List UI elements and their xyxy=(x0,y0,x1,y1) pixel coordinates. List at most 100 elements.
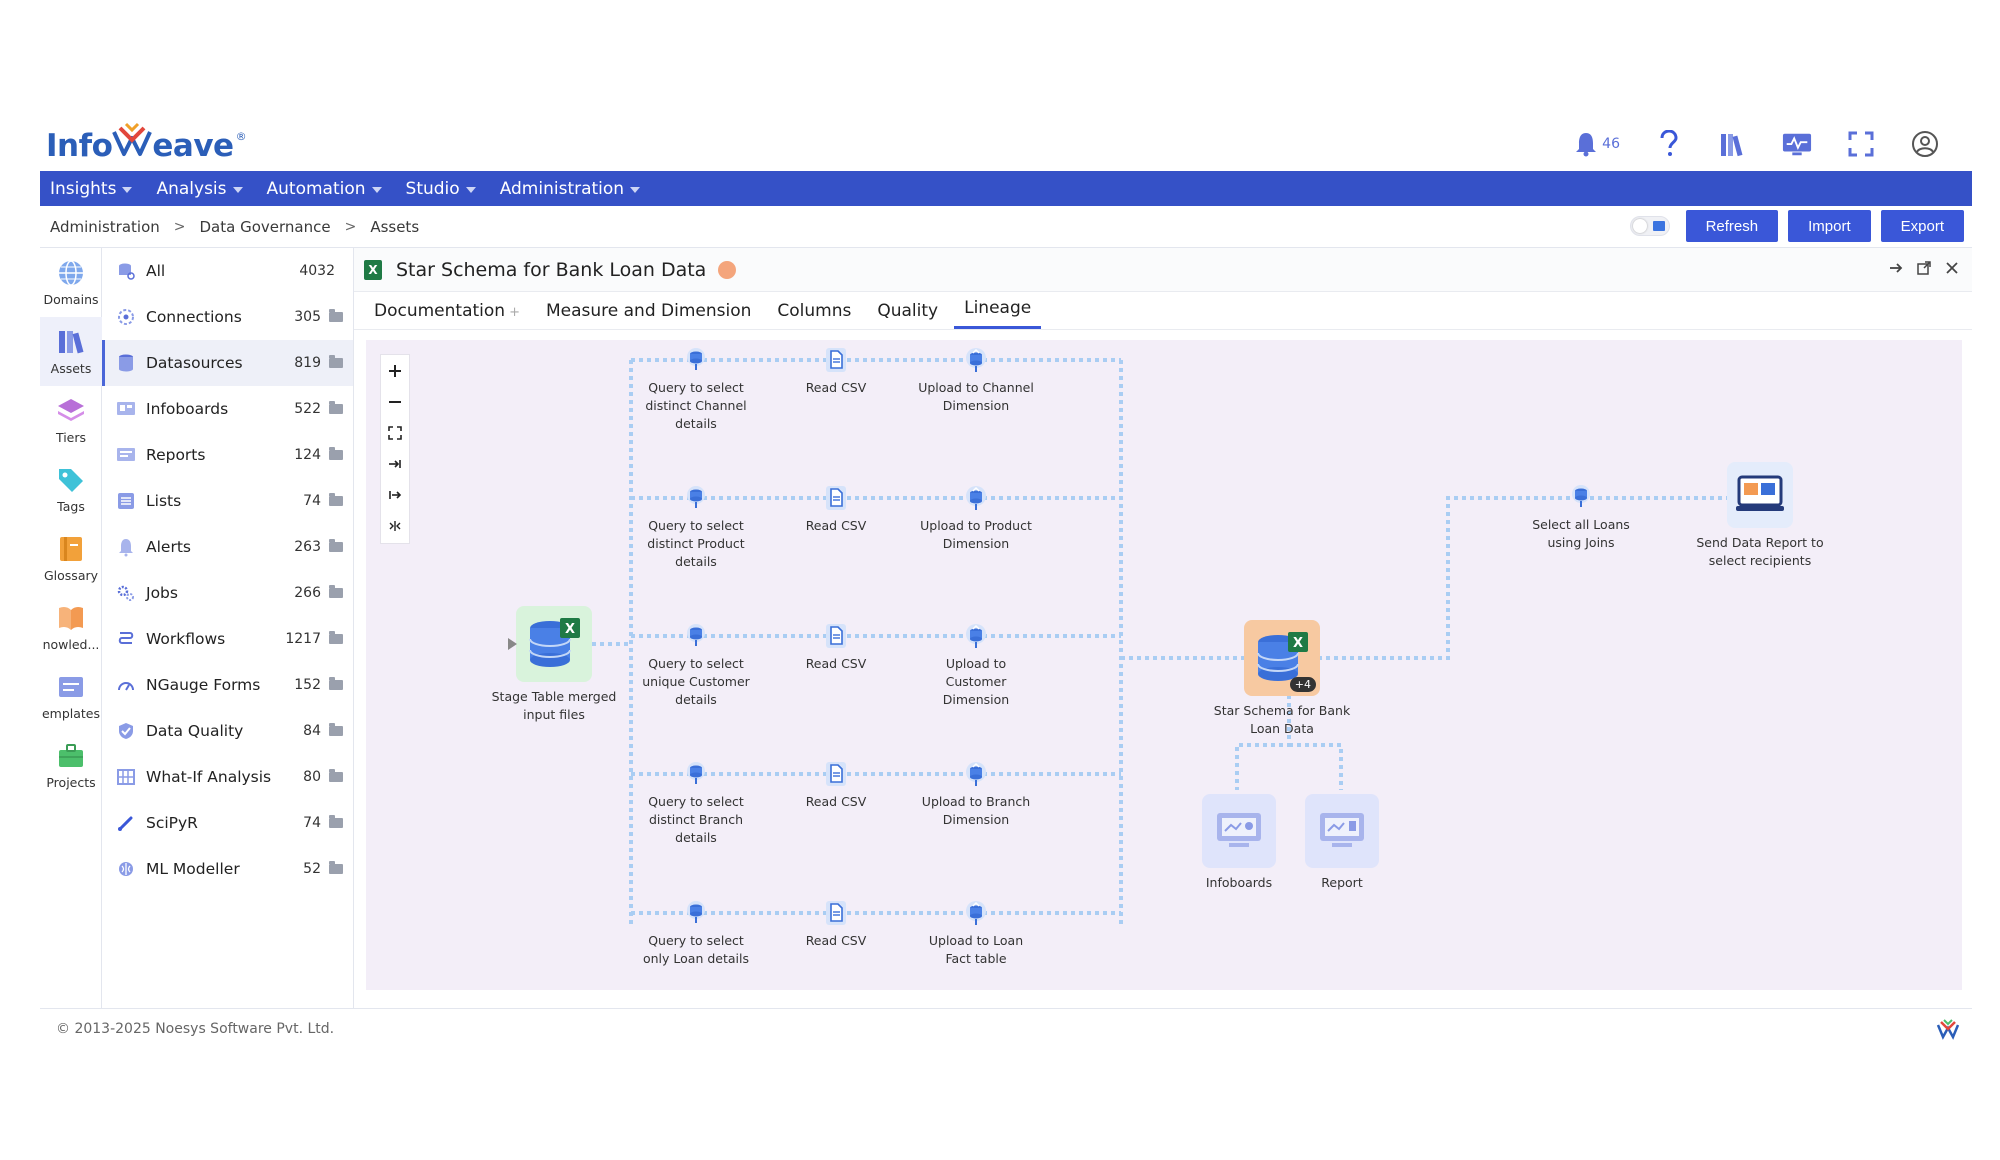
asset-item-alerts[interactable]: Alerts 263 xyxy=(102,524,353,570)
tab-documentation[interactable]: Documentation+ xyxy=(364,301,530,329)
lineage-node-upload[interactable]: Upload to Customer Dimension xyxy=(906,623,1046,709)
asset-item-ngauge-forms[interactable]: NGauge Forms 152 xyxy=(102,662,353,708)
fullscreen-button[interactable] xyxy=(1846,129,1876,159)
folder-icon[interactable] xyxy=(329,539,343,552)
folder-icon[interactable] xyxy=(329,401,343,414)
help-button[interactable] xyxy=(1654,129,1684,159)
rail-item-projects[interactable]: Projects xyxy=(40,731,102,800)
panel-window-controls xyxy=(1888,260,1960,276)
menu-analysis[interactable]: Analysis xyxy=(156,179,243,199)
folder-icon xyxy=(1652,221,1665,231)
refresh-button[interactable]: Refresh xyxy=(1685,210,1779,242)
rail-item-assets[interactable]: Assets xyxy=(40,317,102,386)
menu-automation[interactable]: Automation xyxy=(267,179,382,199)
folder-icon[interactable] xyxy=(329,631,343,644)
tab-lineage[interactable]: Lineage xyxy=(954,298,1042,329)
folder-icon[interactable] xyxy=(329,493,343,506)
breadcrumb-administration[interactable]: Administration xyxy=(50,217,160,236)
tab-columns[interactable]: Columns xyxy=(767,301,861,329)
rail-item-glossary[interactable]: Glossary xyxy=(40,524,102,593)
breadcrumb-data-governance[interactable]: Data Governance xyxy=(199,217,331,236)
query-node-icon xyxy=(1568,484,1594,510)
lineage-canvas[interactable]: X Stage Table merged input files Query t… xyxy=(366,340,1962,990)
zoom-out-button[interactable] xyxy=(380,386,410,417)
folder-icon[interactable] xyxy=(329,309,343,322)
asset-item-workflows[interactable]: Workflows 1217 xyxy=(102,616,353,662)
upload-database-icon xyxy=(966,348,986,372)
folder-icon[interactable] xyxy=(329,355,343,368)
folder-icon[interactable] xyxy=(329,677,343,690)
lineage-node-read-csv[interactable]: Read CSV xyxy=(766,485,906,535)
lineage-node-upload[interactable]: Upload to Product Dimension xyxy=(906,485,1046,553)
rail-item-tiers[interactable]: Tiers xyxy=(40,386,102,455)
lineage-node-query[interactable]: Query to select only Loan details xyxy=(626,900,766,968)
lineage-node-send-report[interactable]: Send Data Report to select recipients xyxy=(1690,462,1830,570)
lineage-node-read-csv[interactable]: Read CSV xyxy=(766,623,906,673)
asset-item-datasources[interactable]: Datasources 819 xyxy=(102,340,353,386)
rail-item-knowledge[interactable]: nowled... xyxy=(40,593,102,662)
menu-administration[interactable]: Administration xyxy=(500,179,641,199)
folder-icon[interactable] xyxy=(329,815,343,828)
notifications-button[interactable]: 46 xyxy=(1574,129,1620,159)
rail-item-domains[interactable]: Domains xyxy=(40,248,102,317)
folder-icon[interactable] xyxy=(329,447,343,460)
user-profile-button[interactable] xyxy=(1910,129,1940,159)
expand-right-button[interactable] xyxy=(380,479,410,510)
lineage-node-upload[interactable]: Upload to Channel Dimension xyxy=(906,347,1046,415)
folder-icon[interactable] xyxy=(329,585,343,598)
menu-studio[interactable]: Studio xyxy=(406,179,476,199)
import-button[interactable]: Import xyxy=(1788,210,1871,242)
expand-left-button[interactable] xyxy=(380,448,410,479)
lineage-node-read-csv[interactable]: Read CSV xyxy=(766,900,906,950)
asset-item-reports[interactable]: Reports 124 xyxy=(102,432,353,478)
fit-view-button[interactable] xyxy=(380,417,410,448)
lineage-node-upload[interactable]: Upload to Branch Dimension xyxy=(906,761,1046,829)
asset-item-scipyr[interactable]: SciPyR 74 xyxy=(102,800,353,846)
folder-icon[interactable] xyxy=(329,861,343,874)
close-icon[interactable] xyxy=(1944,260,1960,276)
asset-item-jobs[interactable]: Jobs 266 xyxy=(102,570,353,616)
lineage-node-infoboards[interactable]: Infoboards xyxy=(1169,794,1309,892)
lineage-node-query[interactable]: Query to select distinct Product details xyxy=(626,485,766,571)
asset-item-ml-modeller[interactable]: ML Modeller 52 xyxy=(102,846,353,892)
asset-item-what-if-analysis[interactable]: What-If Analysis 80 xyxy=(102,754,353,800)
export-button[interactable]: Export xyxy=(1880,210,1964,242)
asset-item-data-quality[interactable]: Data Quality 84 xyxy=(102,708,353,754)
lineage-node-read-csv[interactable]: Read CSV xyxy=(766,761,906,811)
lineage-node-query[interactable]: Query to select distinct Branch details xyxy=(626,761,766,847)
node-label: Infoboards xyxy=(1205,875,1273,890)
expand-caret-icon[interactable] xyxy=(506,637,518,651)
collapse-button[interactable] xyxy=(380,510,410,541)
app-logo[interactable]: Info eave ® xyxy=(46,122,247,164)
monitor-button[interactable] xyxy=(1782,129,1812,159)
lineage-node-source[interactable]: X Stage Table merged input files xyxy=(484,606,624,724)
folder-icon[interactable] xyxy=(329,769,343,782)
zoom-in-button[interactable] xyxy=(380,355,410,386)
menu-label: Studio xyxy=(405,178,460,199)
arrow-to-line-icon xyxy=(389,459,401,468)
asset-actions: Refresh Import Export xyxy=(1629,210,1964,242)
view-toggle[interactable] xyxy=(1629,216,1670,236)
arrow-right-icon[interactable] xyxy=(1888,260,1904,276)
menu-insights[interactable]: Insights xyxy=(50,179,133,199)
lineage-node-query[interactable]: Query to select distinct Channel details xyxy=(626,347,766,433)
asset-item-lists[interactable]: Lists 74 xyxy=(102,478,353,524)
tab-measure-and-dimension[interactable]: Measure and Dimension xyxy=(536,301,761,329)
folder-icon[interactable] xyxy=(329,723,343,736)
lineage-node-center[interactable]: X +4 Star Schema for Bank Loan Data xyxy=(1212,620,1352,738)
asset-item-all[interactable]: All 4032 xyxy=(102,248,353,294)
lineage-node-select-loans[interactable]: Select all Loans using Joins xyxy=(1511,484,1651,552)
lineage-node-query[interactable]: Query to select unique Customer details xyxy=(626,623,766,709)
lineage-node-read-csv[interactable]: Read CSV xyxy=(766,347,906,397)
more-count-badge[interactable]: +4 xyxy=(1289,677,1316,692)
rail-item-templates[interactable]: emplates xyxy=(40,662,102,731)
asset-item-connections[interactable]: Connections 305 xyxy=(102,294,353,340)
upload-database-icon xyxy=(966,624,986,648)
open-external-icon[interactable] xyxy=(1916,260,1932,276)
rail-item-tags[interactable]: Tags xyxy=(40,455,102,524)
lineage-node-report[interactable]: Report xyxy=(1272,794,1412,892)
lineage-node-upload[interactable]: Upload to Loan Fact table xyxy=(906,900,1046,968)
library-button[interactable] xyxy=(1718,129,1748,159)
asset-item-infoboards[interactable]: Infoboards 522 xyxy=(102,386,353,432)
tab-quality[interactable]: Quality xyxy=(867,301,948,329)
